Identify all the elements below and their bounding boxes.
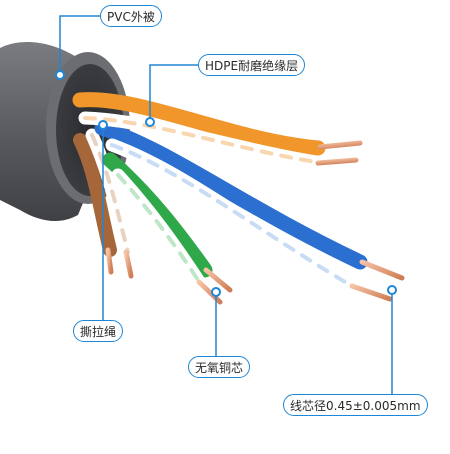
callout-dots (55, 70, 397, 297)
label-pvc-jacket: PVC外被 (100, 5, 162, 27)
label-hdpe-insulation: HDPE耐磨绝缘层 (198, 54, 306, 76)
label-rip-cord: 撕拉绳 (73, 320, 124, 342)
callout-leaders (59, 15, 393, 405)
orange-pair (72, 92, 363, 169)
blue-pair (94, 120, 405, 302)
label-oxygen-free-copper: 无氧铜芯 (188, 356, 251, 378)
brown-pair (73, 128, 135, 279)
green-pair (102, 152, 233, 305)
label-wire-diameter: 线芯径0.45±0.005mm (283, 394, 428, 416)
